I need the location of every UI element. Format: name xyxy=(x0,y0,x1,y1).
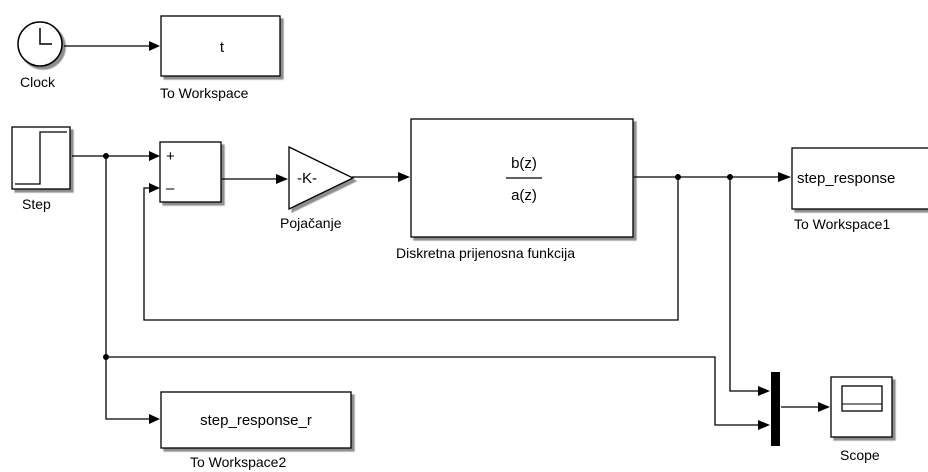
arrowhead xyxy=(818,402,830,412)
sum-plus-sign: + xyxy=(166,148,175,165)
branch-dot xyxy=(103,354,109,360)
step-icon xyxy=(15,131,67,185)
arrowhead xyxy=(149,183,160,193)
clock-hands xyxy=(39,28,52,45)
discrete-transfer-function-block[interactable]: b(z) a(z) xyxy=(410,118,634,238)
to-workspace-label: To Workspace xyxy=(160,85,249,101)
to-workspace2-label: To Workspace2 xyxy=(190,454,287,470)
to-workspace1-content: step_response xyxy=(797,170,895,187)
line-tf-to-mux[interactable] xyxy=(729,177,760,392)
tf-denominator: a(z) xyxy=(511,187,537,204)
sum-minus-sign: – xyxy=(166,180,175,197)
arrowhead xyxy=(758,386,770,396)
gain-value: -K- xyxy=(297,170,317,187)
arrowhead xyxy=(149,151,160,161)
branch-dot xyxy=(727,174,733,180)
to-workspace-block[interactable]: t xyxy=(160,15,281,77)
line-step-branch-down[interactable] xyxy=(105,156,150,420)
to-workspace1-block[interactable]: step_response xyxy=(791,147,928,210)
to-workspace2-content: step_response_r xyxy=(200,412,312,429)
branch-points xyxy=(103,153,733,360)
arrowhead xyxy=(758,420,770,430)
clock-block[interactable] xyxy=(17,21,63,67)
clock-label: Clock xyxy=(20,74,56,90)
scope-label: Scope xyxy=(840,447,880,463)
line-feedback[interactable] xyxy=(143,177,679,321)
mux-block[interactable] xyxy=(771,372,780,446)
step-label: Step xyxy=(22,196,51,212)
arrowhead xyxy=(276,174,288,184)
branch-dot xyxy=(103,153,109,159)
to-workspace-content: t xyxy=(220,39,225,56)
gain-block[interactable]: -K- xyxy=(288,145,355,211)
sum-block[interactable]: + – xyxy=(159,141,222,203)
arrowhead xyxy=(149,41,160,51)
to-workspace2-block[interactable]: step_response_r xyxy=(160,391,352,449)
tf-numerator: b(z) xyxy=(511,155,537,172)
branch-dot xyxy=(675,174,681,180)
line-step-to-mux[interactable] xyxy=(106,356,760,426)
arrowhead xyxy=(778,172,791,182)
signal-lines xyxy=(64,45,818,426)
gain-label: Pojačanje xyxy=(280,215,342,231)
transfer-function-label: Diskretna prijenosna funkcija xyxy=(396,245,575,261)
scope-screen-icon xyxy=(841,385,883,412)
arrowhead xyxy=(149,414,160,424)
step-block[interactable] xyxy=(11,126,71,190)
scope-block[interactable] xyxy=(830,376,893,438)
to-workspace1-label: To Workspace1 xyxy=(794,216,891,232)
arrowhead xyxy=(398,172,410,182)
arrowheads xyxy=(149,41,830,430)
